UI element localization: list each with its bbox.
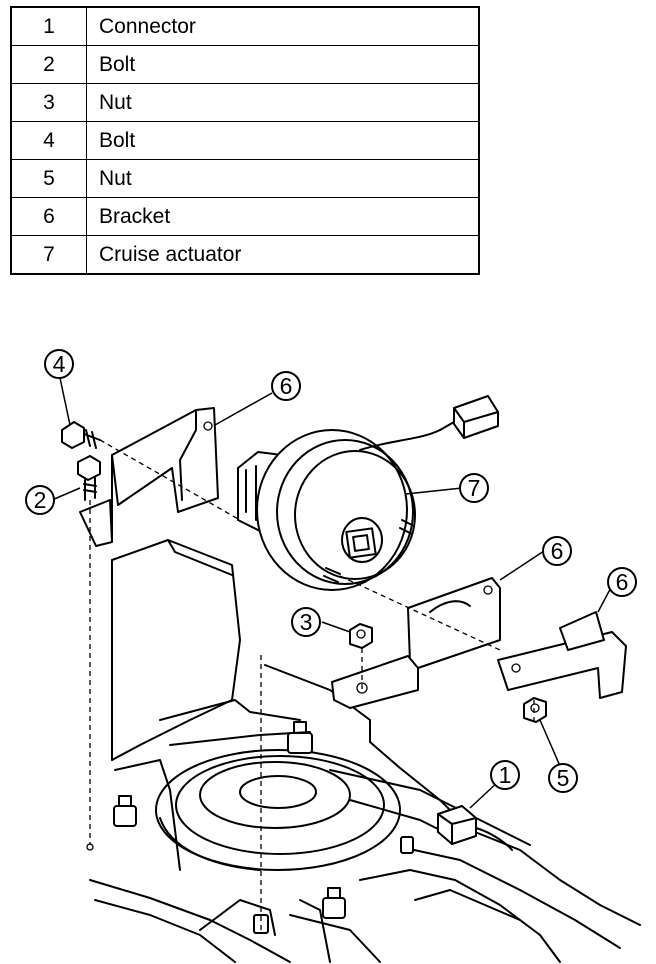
part-name: Bolt (86, 121, 480, 160)
svg-text:6: 6 (551, 538, 564, 564)
spare-tire-well (155, 749, 401, 871)
svg-text:4: 4 (53, 351, 66, 377)
callout-6-right-bracket: 6 (607, 567, 637, 597)
callout-2: 2 (25, 485, 55, 515)
stud (400, 836, 414, 854)
part-name: Nut (86, 159, 480, 198)
stud (113, 795, 137, 827)
callout-1: 1 (490, 760, 520, 790)
cruise-actuator (237, 429, 441, 591)
svg-text:5: 5 (557, 765, 570, 791)
part-number: 4 (10, 121, 87, 160)
svg-text:7: 7 (468, 475, 481, 501)
callout-7: 7 (459, 473, 489, 503)
bracket-right (497, 611, 627, 699)
callout-6-left-bracket: 6 (271, 371, 301, 401)
stud (322, 887, 346, 919)
svg-text:2: 2 (34, 487, 47, 513)
part-number: 3 (10, 83, 87, 122)
part-number: 5 (10, 159, 87, 198)
nut-5 (523, 697, 547, 723)
vehicle-body (89, 539, 641, 963)
callout-6-middle-bracket: 6 (542, 536, 572, 566)
svg-text:6: 6 (280, 373, 293, 399)
part-number: 7 (10, 235, 87, 275)
part-name: Cruise actuator (86, 235, 480, 275)
actuator-harness-connector (439, 395, 499, 439)
bolt-4 (61, 421, 101, 449)
floor-studs (113, 721, 414, 934)
part-name: Bracket (86, 197, 480, 236)
stud (287, 721, 313, 754)
part-name: Nut (86, 83, 480, 122)
svg-text:6: 6 (616, 569, 629, 595)
stud (253, 914, 269, 934)
bracket-left (79, 407, 219, 547)
part-name: Connector (86, 6, 480, 46)
svg-text:1: 1 (499, 762, 512, 788)
svg-text:3: 3 (300, 609, 313, 635)
leader-lines (51, 377, 616, 809)
part-number: 2 (10, 45, 87, 84)
callout-3: 3 (291, 607, 321, 637)
connector-1 (437, 805, 513, 851)
part-number: 6 (10, 197, 87, 236)
bolt-2 (77, 455, 101, 501)
assembly-lines (89, 439, 535, 930)
bracket-middle (331, 577, 501, 709)
part-name: Bolt (86, 45, 480, 84)
callout-4: 4 (44, 349, 74, 379)
part-number: 1 (10, 6, 87, 46)
nut-3 (349, 623, 373, 649)
callout-5: 5 (548, 763, 578, 793)
exploded-diagram: 4 2 6 7 3 6 6 5 1 (25, 349, 641, 963)
